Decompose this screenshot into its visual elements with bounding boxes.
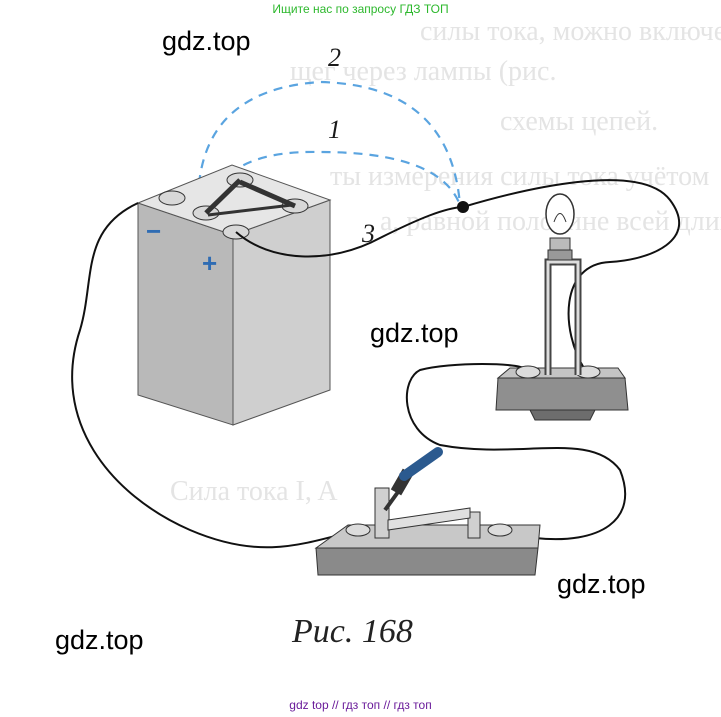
background-line-4: ты измерения силы тока учётом	[330, 161, 710, 192]
knife-switch	[314, 447, 541, 576]
switch-handle	[399, 447, 443, 481]
background-line-2: щег через лампы (рис.	[290, 56, 556, 87]
light-bulb	[545, 193, 575, 235]
background-line-3: схемы цепей.	[500, 106, 658, 137]
path-label-1: 1	[328, 115, 341, 144]
wire-junction-to-lamp	[462, 179, 680, 371]
watermark-4: gdz.top	[55, 625, 144, 655]
wire-switch-to-battery	[71, 202, 359, 549]
wire-battery-to-junction	[235, 206, 464, 258]
footer-text: gdz top // гдз топ // гдз топ	[289, 698, 432, 712]
figure-caption: Рис. 168	[291, 613, 413, 650]
background-line-1: силы тока, можно включение	[420, 16, 721, 47]
lamp-stand	[495, 237, 629, 421]
path-label-2: 2	[328, 43, 341, 72]
search-hint-banner: Ищите нас по запросу ГДЗ ТОП	[272, 2, 449, 16]
wire-lamp-to-switch	[406, 363, 627, 541]
watermark-2: gdz.top	[370, 318, 459, 348]
watermark-1: gdz.top	[162, 26, 251, 56]
watermark-3: gdz.top	[557, 569, 646, 599]
plus-sign: +	[202, 248, 217, 278]
background-line-6: Сила тока I, A	[170, 476, 338, 507]
background-text: силы тока, можно включение щег через лам…	[170, 16, 721, 507]
path-label-3: 3	[361, 219, 375, 248]
battery: − +	[136, 164, 332, 426]
minus-sign: −	[146, 216, 161, 246]
